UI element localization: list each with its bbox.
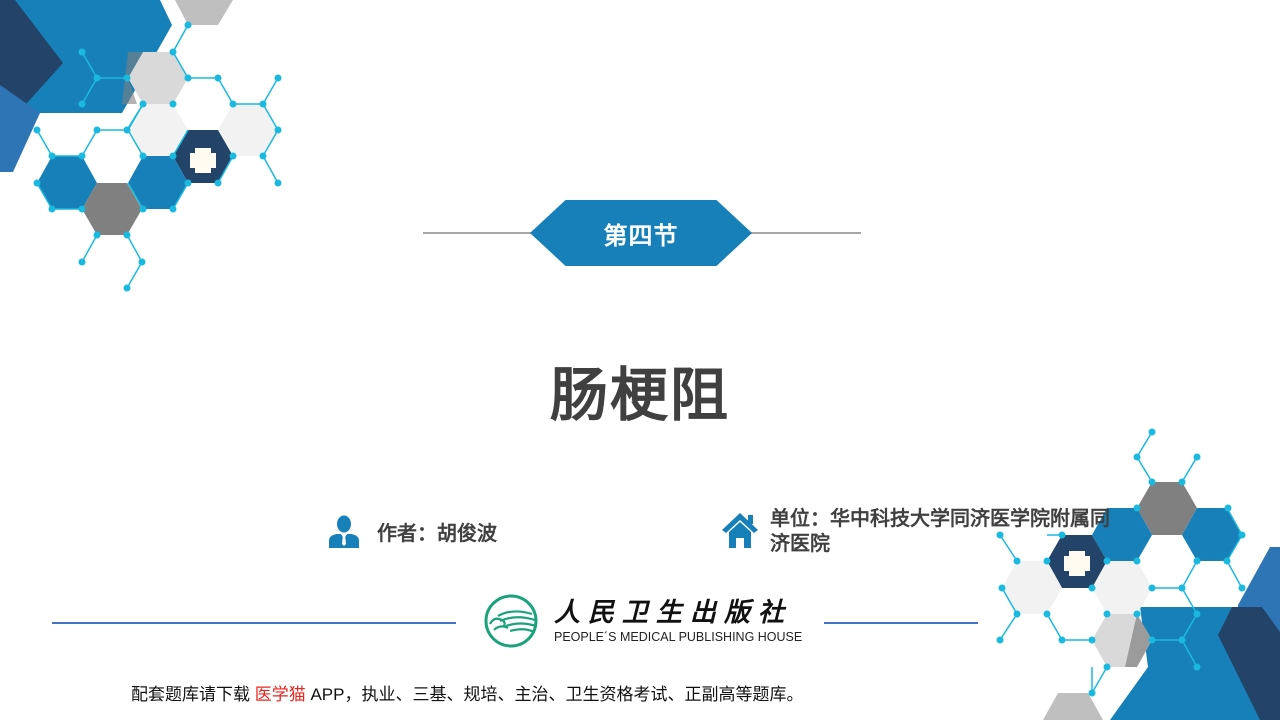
footer-prefix: 配套题库请下载 [131, 685, 255, 704]
publisher-name-en: PEOPLE´S MEDICAL PUBLISHING HOUSE [554, 630, 803, 644]
footer-note: 配套题库请下载 医学猫 APP，执业、三基、规培、主治、卫生资格考试、正副高等题… [131, 680, 803, 705]
footer-suffix: APP，执业、三基、规培、主治、卫生资格考试、正副高等题库。 [305, 685, 804, 704]
house-icon [722, 513, 758, 548]
publisher-rule-left [52, 622, 456, 624]
author-block: 作者：胡俊波 [327, 514, 497, 548]
section-badge: 第四节 [530, 200, 752, 266]
publisher-logo-icon [484, 594, 538, 648]
hexagon-decoration-bottom-right [996, 428, 1280, 720]
unit-text: 单位：华中科技大学同济医学院附属同济医院 [770, 506, 1110, 555]
footer-app-name: 医学猫 [254, 685, 306, 704]
author-text: 作者：胡俊波 [377, 520, 497, 545]
publisher-rule-right [824, 622, 978, 624]
section-rule-left [423, 232, 533, 234]
publisher-name-cn: 人民卫生出版社 [554, 598, 793, 628]
publisher-logo: 人民卫生出版社 PEOPLE´S MEDICAL PUBLISHING HOUS… [480, 594, 802, 648]
section-rule-right [750, 232, 861, 234]
unit-block: 单位：华中科技大学同济医学院附属同济医院 [720, 506, 1120, 556]
hexagon-decoration-top-left [0, 0, 282, 292]
slide-title: 肠梗阻 [549, 361, 730, 429]
person-icon [329, 515, 359, 548]
